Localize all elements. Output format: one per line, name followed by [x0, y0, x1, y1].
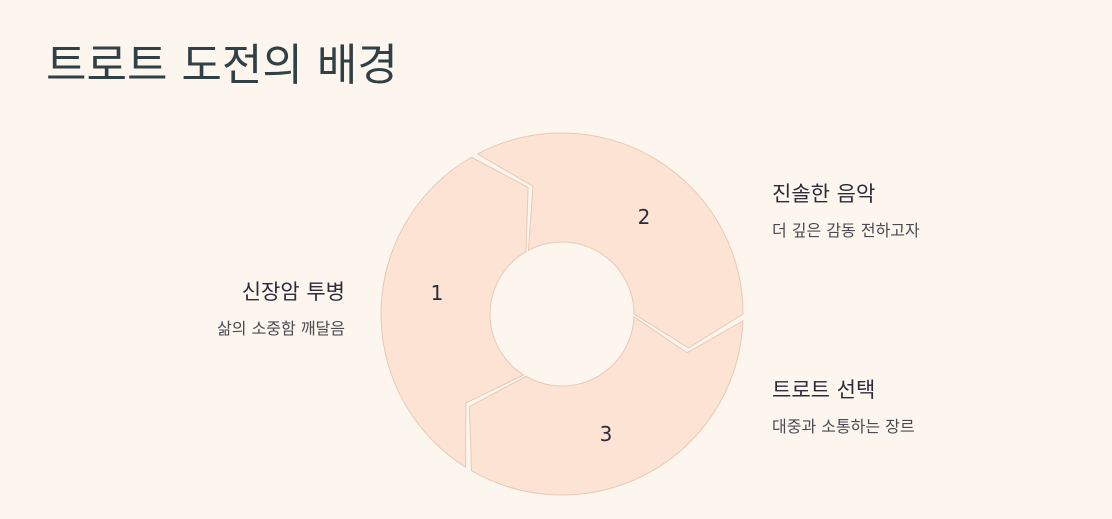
step-3-heading: 트로트 선택 [772, 378, 876, 402]
step-2-description: 더 깊은 감동 전하고자 [772, 221, 920, 240]
cycle-segment-3 [468, 315, 744, 496]
step-3-description: 대중과 소통하는 장르 [772, 417, 915, 436]
step-1-label: 신장암 투병 삶의 소중함 깨달음 [217, 277, 345, 341]
cycle-segment-2 [476, 132, 744, 349]
segment-number-3: 3 [600, 422, 613, 446]
step-2-heading: 진솔한 음악 [772, 182, 876, 206]
step-2-label: 진솔한 음악 더 깊은 감동 전하고자 [772, 179, 920, 243]
segment-number-1: 1 [431, 281, 444, 305]
step-3-label: 트로트 선택 대중과 소통하는 장르 [772, 375, 915, 439]
step-1-heading: 신장암 투병 [241, 280, 345, 304]
segment-number-2: 2 [638, 205, 651, 229]
step-1-description: 삶의 소중함 깨달음 [217, 319, 345, 338]
page-title: 트로트 도전의 배경 [46, 40, 398, 91]
cycle-segment-1 [380, 156, 529, 469]
